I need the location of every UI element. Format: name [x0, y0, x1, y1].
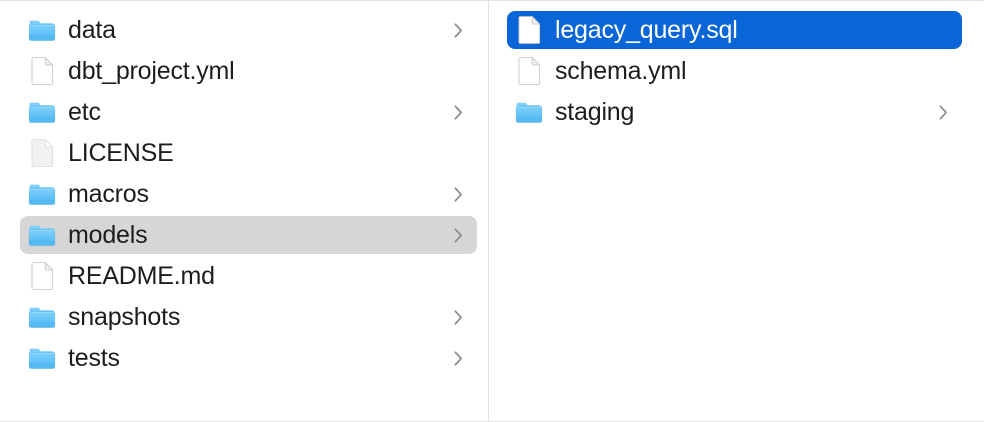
folder-icon	[28, 15, 56, 45]
list-item[interactable]: snapshots	[20, 298, 477, 336]
list-item[interactable]: macros	[20, 175, 477, 213]
list-item-label: etc	[68, 98, 101, 126]
list-item-label: data	[68, 16, 116, 44]
list-item[interactable]: dbt_project.yml	[20, 52, 477, 90]
list-item[interactable]: data	[20, 11, 477, 49]
list-item-label: models	[68, 221, 148, 249]
list-item[interactable]: tests	[20, 339, 477, 377]
list-item-label: snapshots	[68, 303, 181, 331]
chevron-right-icon[interactable]	[451, 226, 465, 244]
chevron-right-icon[interactable]	[451, 308, 465, 326]
chevron-right-icon[interactable]	[451, 185, 465, 203]
list-item[interactable]: staging	[507, 93, 962, 131]
folder-icon	[28, 220, 56, 250]
chevron-right-icon[interactable]	[936, 103, 950, 121]
folder-icon	[28, 302, 56, 332]
list-item[interactable]: etc	[20, 93, 477, 131]
chevron-right-icon[interactable]	[451, 103, 465, 121]
folder-icon	[28, 97, 56, 127]
list-item[interactable]: LICENSE	[20, 134, 477, 172]
column-child[interactable]: legacy_query.sql schema.yml	[489, 1, 984, 421]
list-item-label: staging	[555, 98, 635, 126]
list-item[interactable]: schema.yml	[507, 52, 962, 90]
folder-icon	[515, 97, 543, 127]
chevron-right-icon[interactable]	[451, 21, 465, 39]
list-item-label: schema.yml	[555, 57, 687, 85]
document-icon	[28, 56, 56, 86]
document-icon	[515, 15, 543, 45]
chevron-right-icon[interactable]	[451, 349, 465, 367]
list-item-label: tests	[68, 344, 120, 372]
list-item-label: macros	[68, 180, 149, 208]
column-parent[interactable]: data dbt_project.yml	[0, 1, 489, 421]
folder-icon	[28, 179, 56, 209]
document-icon	[515, 56, 543, 86]
document-icon	[28, 261, 56, 291]
list-item-label: LICENSE	[68, 139, 174, 167]
plain-document-icon	[28, 138, 56, 168]
list-item[interactable]: models	[20, 216, 477, 254]
list-item-label: dbt_project.yml	[68, 57, 235, 85]
list-item[interactable]: legacy_query.sql	[507, 11, 962, 49]
list-item-label: README.md	[68, 262, 215, 290]
list-item-label: legacy_query.sql	[555, 16, 738, 44]
folder-icon	[28, 343, 56, 373]
list-item[interactable]: README.md	[20, 257, 477, 295]
